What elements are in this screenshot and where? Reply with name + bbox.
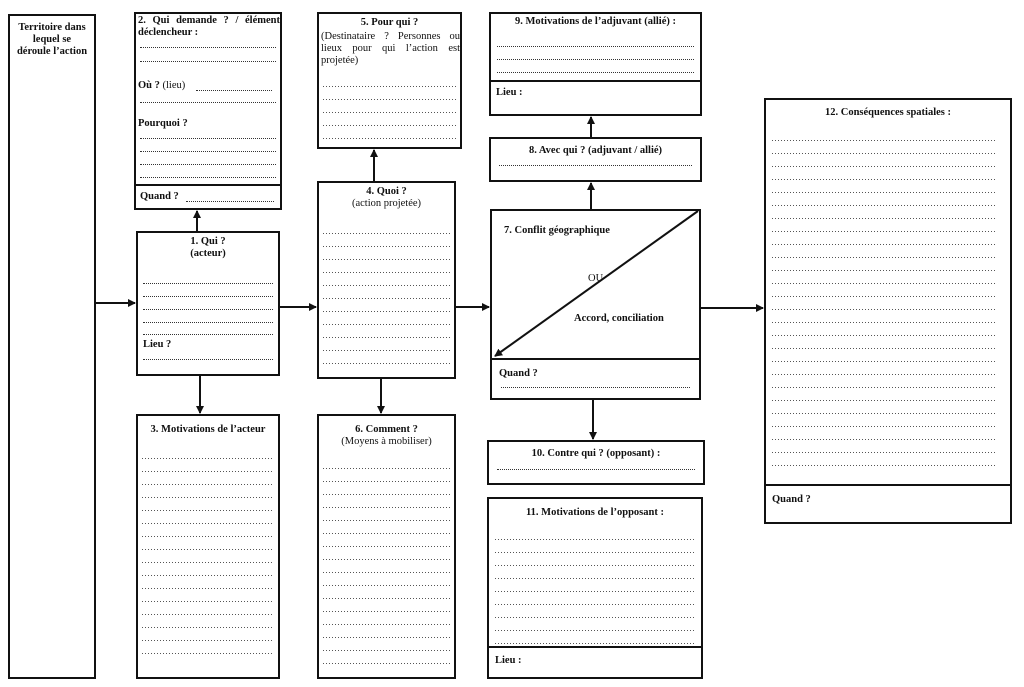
box11-lines[interactable] — [495, 527, 695, 644]
box7-ou: OU — [588, 273, 604, 284]
box2-line[interactable] — [140, 164, 276, 165]
box-avec-qui: 8. Avec qui ? (adjuvant / allié) — [489, 137, 702, 182]
box9-line[interactable] — [497, 59, 694, 60]
box11-separator — [489, 646, 701, 648]
box12-title: 12. Conséquences spatiales : — [824, 107, 951, 118]
box10-title: 10. Contre qui ? (opposant) : — [531, 448, 661, 459]
box-qui-acteur: 1. Qui ? (acteur) Lieu ? — [136, 231, 280, 376]
box12-lines[interactable] — [772, 128, 996, 478]
box2-ou-hint: (lieu) — [162, 80, 186, 91]
box6-title: 6. Comment ? — [355, 424, 418, 435]
box2-ou-label: Où ? — [138, 80, 160, 91]
box-motivations-adjuvant: 9. Motivations de l’adjuvant (allié) : L… — [489, 12, 702, 116]
box6-subtitle: (Moyens à mobiliser) — [341, 436, 432, 447]
box7-title: 7. Conflit géographique — [504, 225, 610, 236]
box2-quand: Quand ? — [140, 191, 179, 202]
box-conflit-geographique: 7. Conflit géographique OU Accord, conci… — [490, 209, 701, 400]
box1-line[interactable] — [143, 334, 273, 335]
box1-line[interactable] — [143, 283, 273, 284]
box2-line[interactable] — [140, 102, 276, 103]
box9-line[interactable] — [497, 46, 694, 47]
box-qui-demande: 2. Qui demande ? / élément déclencheur :… — [134, 12, 282, 210]
box9-line[interactable] — [497, 72, 694, 73]
box8-title: 8. Avec qui ? (adjuvant / allié) — [528, 145, 663, 156]
box-consequences-spatiales: 12. Conséquences spatiales : Quand ? — [764, 98, 1012, 524]
box2-line[interactable] — [140, 47, 276, 48]
box12-separator — [766, 484, 1010, 486]
box5-lines[interactable] — [323, 74, 456, 139]
box1-line[interactable] — [143, 309, 273, 310]
box1-line[interactable] — [143, 359, 273, 360]
box4-lines[interactable] — [323, 221, 450, 367]
box11-title: 11. Motivations de l’opposant : — [526, 507, 664, 518]
territoire-box: Territoire dans lequel se déroule l’acti… — [8, 14, 96, 679]
box9-title: 9. Motivations de l’adjuvant (allié) : — [515, 16, 676, 27]
box7-accord: Accord, conciliation — [574, 313, 664, 324]
box6-lines[interactable] — [323, 456, 450, 665]
box2-line[interactable] — [140, 61, 276, 62]
box7-quand: Quand ? — [499, 368, 538, 379]
box2-ou-row: Où ? (lieu) — [138, 80, 185, 92]
box9-lieu: Lieu : — [496, 87, 523, 98]
box9-separator — [491, 80, 700, 82]
box-pour-qui: 5. Pour qui ? (Destinataire ? Personnes … — [317, 12, 462, 149]
box12-quand: Quand ? — [772, 494, 811, 505]
box2-line[interactable] — [140, 138, 276, 139]
box1-title: 1. Qui ? — [190, 236, 226, 247]
box-contre-qui: 10. Contre qui ? (opposant) : — [487, 440, 705, 485]
box3-title: 3. Motivations de l’acteur — [150, 424, 266, 435]
box-motivations-acteur: 3. Motivations de l’acteur — [136, 414, 280, 679]
box2-line[interactable] — [140, 151, 276, 152]
box5-subtitle: (Destinataire ? Personnes ou lieux pour … — [321, 31, 460, 66]
box3-lines[interactable] — [142, 446, 274, 665]
box2-pourquoi: Pourquoi ? — [138, 118, 188, 129]
box2-title: 2. Qui demande ? / élément déclencheur : — [138, 15, 280, 38]
box2-ou-line[interactable] — [196, 90, 272, 91]
box4-subtitle: (action projetée) — [351, 198, 422, 209]
box1-line[interactable] — [143, 322, 273, 323]
box2-separator — [136, 184, 280, 186]
box2-line[interactable] — [140, 177, 276, 178]
box4-title: 4. Quoi ? — [366, 186, 407, 197]
box7-separator — [492, 358, 699, 360]
box-motivations-opposant: 11. Motivations de l’opposant : Lieu : — [487, 497, 703, 679]
box2-quand-line[interactable] — [186, 201, 274, 202]
territoire-label: Territoire dans lequel se déroule l’acti… — [16, 22, 88, 57]
box-comment: 6. Comment ? (Moyens à mobiliser) — [317, 414, 456, 679]
box7-quand-line[interactable] — [501, 387, 690, 388]
box1-line[interactable] — [143, 296, 273, 297]
box8-line[interactable] — [499, 165, 692, 166]
box10-line[interactable] — [497, 469, 695, 470]
box11-lieu: Lieu : — [495, 655, 522, 666]
box5-title: 5. Pour qui ? — [360, 17, 419, 28]
box-quoi: 4. Quoi ? (action projetée) — [317, 181, 456, 379]
box1-lieu: Lieu ? — [143, 339, 172, 350]
box1-subtitle: (acteur) — [190, 248, 226, 259]
